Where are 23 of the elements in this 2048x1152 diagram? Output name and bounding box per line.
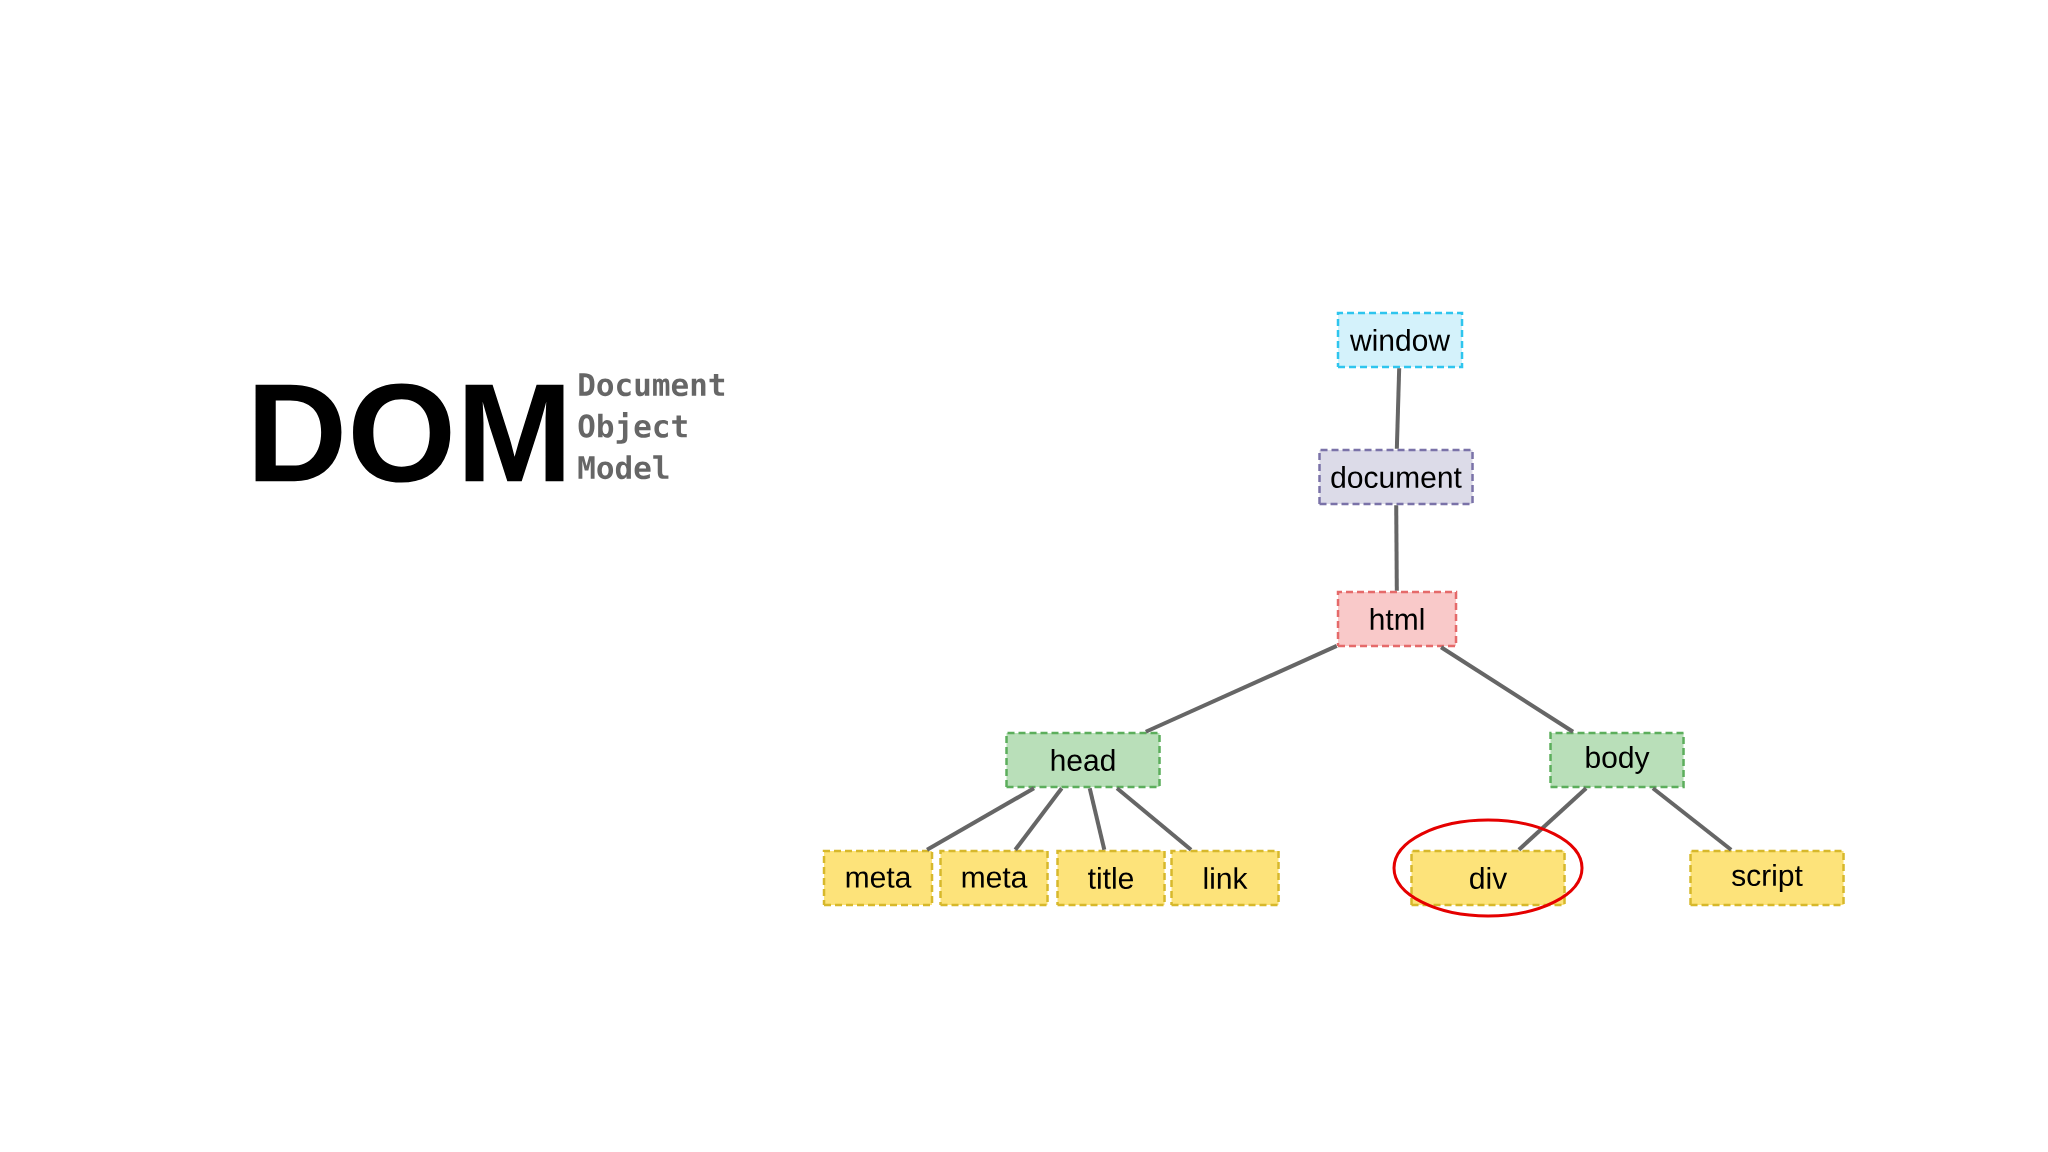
connector-line bbox=[1013, 787, 1064, 851]
tag-box: html bbox=[1336, 590, 1458, 648]
connector-line bbox=[1115, 786, 1193, 852]
connector-line bbox=[1651, 786, 1733, 852]
connector-line bbox=[1517, 786, 1588, 852]
tag-box: title bbox=[1056, 849, 1166, 907]
connector-line bbox=[1087, 787, 1107, 851]
connector-line bbox=[926, 786, 1035, 852]
tag-box: body bbox=[1549, 731, 1685, 789]
subtitle: Document Object Model bbox=[578, 373, 725, 480]
connector-line bbox=[1394, 505, 1399, 591]
connector-line bbox=[1145, 644, 1338, 734]
tag-box: script bbox=[1689, 849, 1845, 907]
tag-box: meta bbox=[939, 849, 1049, 907]
connector-line bbox=[1440, 645, 1575, 734]
connector-line bbox=[1394, 368, 1402, 449]
title: DOM bbox=[255, 383, 564, 483]
tag-box: document bbox=[1318, 448, 1474, 506]
tag-box: meta bbox=[822, 849, 934, 907]
tag-box: head bbox=[1005, 731, 1161, 789]
tag-box: div bbox=[1410, 849, 1566, 907]
tag-box: window bbox=[1336, 311, 1464, 369]
tag-box: link bbox=[1170, 849, 1280, 907]
